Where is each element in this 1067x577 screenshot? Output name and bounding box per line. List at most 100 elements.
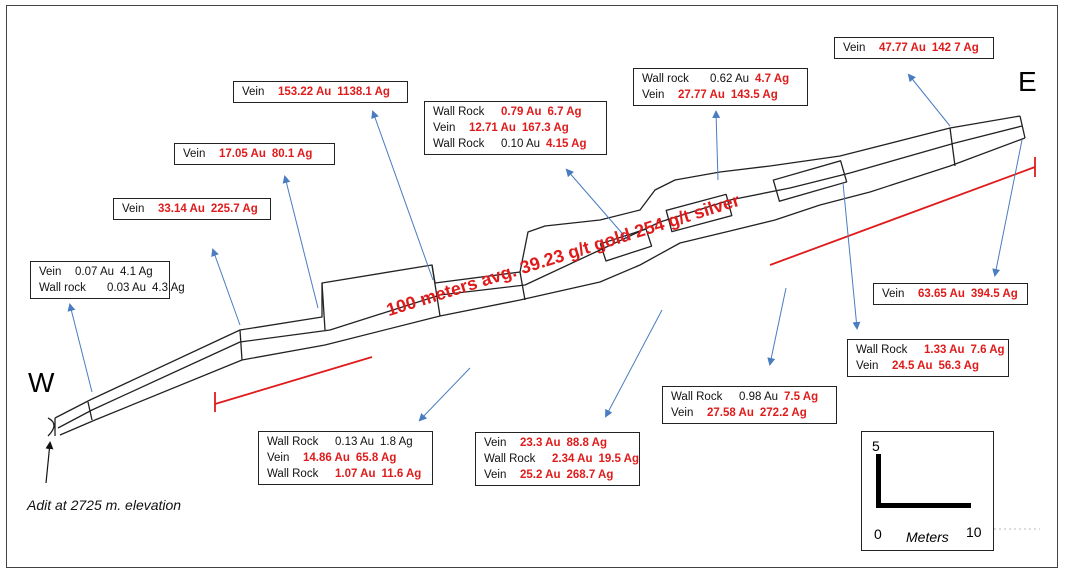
silver-grade: 80.1 Ag [271,148,313,160]
scale-bar: 5 0 Meters 10 [861,431,994,551]
gold-grade: 33.14 Au [158,203,205,215]
arrow-label-2 [211,248,241,326]
assay-row: Wall Rock 0.98 Au 7.5 Ag [671,389,828,405]
arrow-label-8 [992,139,1023,277]
arrow-label-9 [842,182,861,330]
arrow-label-10 [767,287,787,366]
stope-block-2 [665,193,733,233]
gold-grade: 23.3 Au [520,437,561,449]
silver-grade: 225.7 Ag [210,203,258,215]
sample-type: Vein [642,89,665,101]
arrow-label-1 [67,303,93,393]
silver-grade: 65.8 Ag [355,452,397,464]
measure-line [214,157,1036,412]
arrow-label-3 [282,175,319,309]
scale-top-label: 5 [872,438,880,454]
silver-grade: 1138.1 Ag [337,86,390,98]
sample-type: Wall Rock [484,453,536,465]
gold-grade: 25.2 Au [520,469,561,481]
sample-type: Vein [267,452,290,464]
gold-grade: 0.98 Au [739,391,779,403]
silver-grade: 56.3 Ag [938,360,979,372]
sample-type: Wall Rock [856,344,908,356]
silver-grade: 4.7 Ag [755,73,790,85]
gold-grade: 12.71 Au [469,122,516,134]
diagram-frame [6,5,1058,568]
sample-type: Vein [433,122,456,134]
adit-portal [47,115,1026,437]
arrow-label-11 [605,309,663,418]
silver-grade: 4.1 Ag [120,266,153,278]
gold-grade: 27.77 Au [678,89,725,101]
scale-ten-label: 10 [966,524,982,540]
silver-grade: 6.7 Ag [547,106,582,118]
sample-type: Vein [39,266,62,278]
adit-arrow [45,441,54,484]
scale-zero-label: 0 [874,526,882,542]
tunnel-lower-wall [59,137,1026,436]
gold-grade: 0.03 Au [107,282,147,294]
sample-type: Vein [856,360,879,372]
assay-row: Vein 33.14 Au 225.7 Ag [122,201,262,217]
silver-grade: 394.5 Ag [970,288,1018,300]
stope-block-3 [772,160,848,202]
sample-type: Vein [882,288,905,300]
tunnel-upper-wall [54,115,1021,419]
arrow-label-7 [907,73,951,127]
gold-grade: 27.58 Au [707,407,754,419]
sample-type: Vein [484,437,507,449]
tunnel-drift [47,115,1026,437]
west-marker: W [28,367,55,398]
assay-row: Vein 14.86 Au 65.8 Ag [267,450,424,466]
assay-label: Vein 63.65 Au 394.5 Ag [873,283,1028,305]
arrow-label-4 [371,110,434,281]
gold-grade: 63.65 Au [918,288,965,300]
measure-segment-right [769,166,1036,266]
silver-grade: 4.3 Ag [152,282,185,294]
sample-type: Wall Rock [267,436,319,448]
silver-grade: 142 7 Ag [931,42,979,54]
gold-grade: 0.10 Au [501,138,541,150]
gold-grade: 14.86 Au [303,452,350,464]
arrow-label-12 [418,367,471,422]
gold-grade: 0.62 Au [710,73,750,85]
east-marker: E [1018,66,1037,97]
sample-type: Vein [671,407,694,419]
sample-type: Wall rock [642,73,689,85]
leader-arrows [67,73,1023,422]
silver-grade: 7.5 Ag [784,391,819,403]
sample-type: Wall rock [39,282,86,294]
scale-vertical-bar [876,454,881,508]
sample-type: Wall Rock [433,138,485,150]
sample-type: Wall Rock [267,468,319,480]
sample-type: Vein [484,469,507,481]
scale-unit-label: Meters [906,529,949,545]
gold-grade: 1.33 Au [924,344,965,356]
sample-type: Vein [843,42,866,54]
silver-grade: 88.8 Ag [566,437,607,449]
sample-type: Wall Rock [671,391,723,403]
sample-type: Vein [122,203,145,215]
silver-grade: 1.8 Ag [380,436,413,448]
assay-row: Vein 23.3 Au 88.8 Ag [484,435,631,451]
adit-label: Adit at 2725 m. elevation [27,497,182,513]
sample-type: Vein [242,86,265,98]
